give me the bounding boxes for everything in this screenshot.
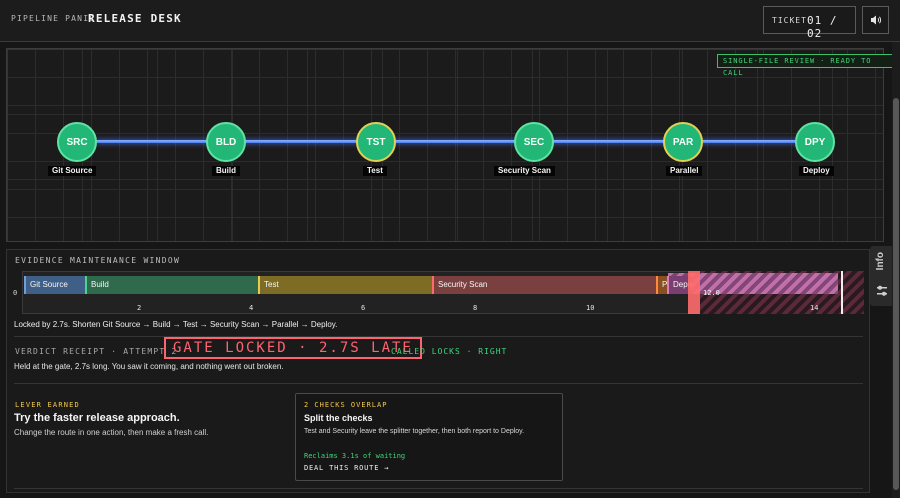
- sound-toggle-button[interactable]: [862, 6, 889, 34]
- gate-locked-stamp: GATE LOCKED · 2.7S LATE: [164, 337, 422, 359]
- route-card-split-checks[interactable]: [295, 393, 563, 481]
- node-code: PAR: [672, 136, 694, 148]
- board-status-badge: SINGLE-FILE REVIEW · READY TO CALL: [717, 54, 900, 77]
- timeline-bar-security-scan: Security Scan: [432, 276, 656, 294]
- node-git-source[interactable]: SRC: [57, 122, 97, 162]
- node-parallel[interactable]: PAR: [663, 122, 703, 162]
- info-side-tab[interactable]: [870, 246, 894, 306]
- timeline-bar-build: Build: [85, 276, 258, 294]
- timeline-tick: 6: [361, 304, 366, 312]
- node-label: Deploy: [799, 166, 834, 176]
- card-reclaim: Reclaims 3.1s of waiting: [304, 452, 406, 460]
- timeline-tick: 10: [586, 304, 595, 312]
- locked-note: Locked by 2.7s. Shorten Git Source → Bui…: [14, 320, 338, 329]
- receipt-title: VERDICT RECEIPT · ATTEMPT 2: [15, 347, 178, 356]
- receipt-note: Held at the gate, 2.7s long. You saw it …: [14, 362, 284, 371]
- lever-subtitle: Change the route in one action, then mak…: [14, 428, 209, 437]
- node-deploy[interactable]: DPY: [795, 122, 835, 162]
- node-code: BLD: [215, 136, 237, 148]
- divider: [14, 488, 863, 489]
- timeline-tick: 14: [810, 304, 819, 312]
- sliders-icon: [877, 285, 887, 296]
- timeline-tick: 2: [137, 304, 142, 312]
- gate-value: 12.0: [703, 289, 720, 297]
- node-code: TST: [366, 136, 386, 148]
- node-test[interactable]: TST: [356, 122, 396, 162]
- node-label: Security Scan: [494, 166, 555, 176]
- timeline-tick: 4: [249, 304, 254, 312]
- card-title: Split the checks: [304, 413, 373, 423]
- node-code: SRC: [66, 136, 88, 148]
- board-grid: [7, 49, 883, 241]
- node-label: Build: [212, 166, 240, 176]
- card-body: Test and Security leave the splitter tog…: [304, 428, 525, 435]
- pipeline-board: [6, 48, 884, 242]
- deadline-line: [841, 271, 843, 314]
- timeline-bar-git-source: Git Source: [24, 276, 85, 294]
- ticket-counter: TICKET 01 / 02: [763, 6, 856, 40]
- timeline-bar-test: Test: [258, 276, 432, 294]
- deploy-overrun: [668, 273, 838, 294]
- called-locks-badge: CALLED LOCKS · RIGHT: [391, 347, 508, 356]
- node-code: DPY: [804, 136, 826, 148]
- timeline-tick: 8: [473, 304, 478, 312]
- timeline-zero: 0: [13, 289, 18, 297]
- scrollbar-thumb[interactable]: [893, 98, 899, 490]
- divider: [14, 383, 863, 384]
- lever-title: Try the faster release approach.: [14, 412, 180, 424]
- card-kicker: 2 CHECKS OVERLAP: [304, 401, 388, 409]
- pipeline-wire: [96, 140, 800, 143]
- timeline-bar-parallel: P: [656, 276, 667, 294]
- ticket-count: 01 / 02: [807, 14, 838, 40]
- speaker-icon: [870, 15, 881, 25]
- app-kicker: PIPELINE PANIC: [11, 14, 96, 23]
- header-bar: PIPELINE PANIC RELEASE DESK TICKET 01 / …: [0, 0, 900, 42]
- divider: [14, 336, 863, 337]
- ticket-label: TICKET: [772, 16, 807, 25]
- node-label: Parallel: [666, 166, 703, 176]
- deal-route-button[interactable]: DEAL THIS ROUTE →: [304, 464, 390, 472]
- node-build[interactable]: BLD: [206, 122, 246, 162]
- gate-marker: [688, 271, 700, 314]
- app-title: RELEASE DESK: [88, 12, 182, 25]
- node-label: Git Source: [48, 166, 97, 176]
- node-label: Test: [363, 166, 387, 176]
- info-tab-label: Info: [875, 252, 886, 271]
- timeline-bar-deploy: Deploy: [667, 276, 691, 294]
- node-code: SEC: [523, 136, 545, 148]
- evidence-title: EVIDENCE MAINTENANCE WINDOW: [15, 256, 181, 265]
- lever-kicker: LEVER EARNED: [15, 401, 80, 409]
- node-security-scan[interactable]: SEC: [514, 122, 554, 162]
